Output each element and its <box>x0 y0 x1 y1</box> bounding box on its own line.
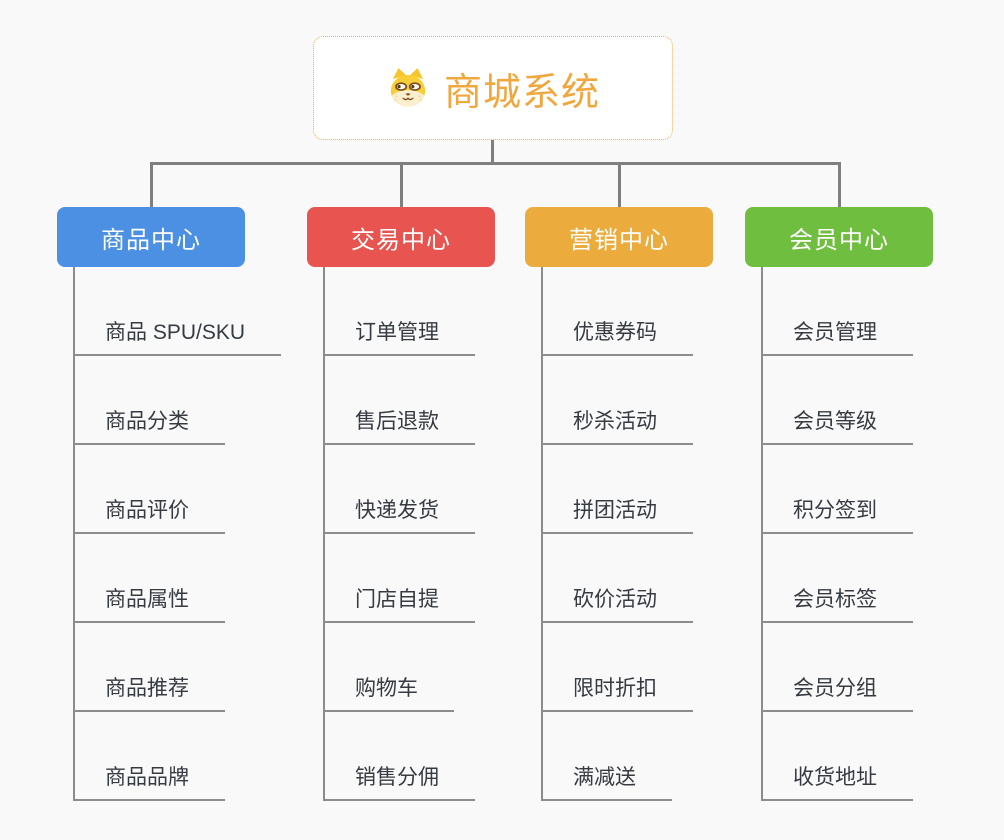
leaf-node[interactable]: 砍价活动 <box>541 583 693 623</box>
branch-spine-line <box>323 267 325 801</box>
leaf-row: 秒杀活动 <box>541 356 713 445</box>
branch-header-2[interactable]: 交易中心 <box>307 207 495 267</box>
leaf-row: 满减送 <box>541 712 713 801</box>
leaf-row: 积分签到 <box>761 445 933 534</box>
leaf-node[interactable]: 购物车 <box>323 672 454 712</box>
branch-items: 订单管理售后退款快递发货门店自提购物车销售分佣 <box>323 267 495 801</box>
branch-spine-line <box>761 267 763 801</box>
leaf-row: 限时折扣 <box>541 623 713 712</box>
connector-drop <box>617 165 621 207</box>
leaf-row: 订单管理 <box>323 267 495 356</box>
leaf-row: 商品推荐 <box>73 623 245 712</box>
leaf-row: 商品属性 <box>73 534 245 623</box>
leaf-row: 会员等级 <box>761 356 933 445</box>
leaf-node[interactable]: 订单管理 <box>323 316 475 356</box>
branch-items: 商品 SPU/SKU 商品分类商品评价商品属性商品推荐商品品牌 <box>73 267 282 801</box>
leaf-row: 商品 SPU/SKU <box>73 267 282 356</box>
root-node[interactable]: 商城系统 <box>313 36 673 140</box>
leaf-node[interactable]: 售后退款 <box>323 405 475 445</box>
branch-label: 商品中心 <box>101 226 201 254</box>
branch-column: 会员中心 会员管理会员等级积分签到会员标签会员分组收货地址 <box>745 207 933 801</box>
leaf-node[interactable]: 限时折扣 <box>541 672 693 712</box>
branch-items: 优惠券码秒杀活动拼团活动砍价活动限时折扣满减送 <box>541 267 713 801</box>
connector-bus <box>149 162 841 165</box>
leaf-node[interactable]: 快递发货 <box>323 494 475 534</box>
leaf-row: 购物车 <box>323 623 495 712</box>
leaf-row: 拼团活动 <box>541 445 713 534</box>
leaf-row: 商品分类 <box>73 356 245 445</box>
leaf-node[interactable]: 会员标签 <box>761 583 913 623</box>
branch-header-1[interactable]: 商品中心 <box>57 207 245 267</box>
branch-header-3[interactable]: 营销中心 <box>525 207 713 267</box>
leaf-row: 会员分组 <box>761 623 933 712</box>
connector-drop <box>149 165 153 207</box>
branch-items: 会员管理会员等级积分签到会员标签会员分组收货地址 <box>761 267 933 801</box>
leaf-row: 快递发货 <box>323 445 495 534</box>
branch-header-4[interactable]: 会员中心 <box>745 207 933 267</box>
leaf-row: 收货地址 <box>761 712 933 801</box>
leaf-node[interactable]: 商品分类 <box>73 405 225 445</box>
leaf-node[interactable]: 积分签到 <box>761 494 913 534</box>
branch-label: 营销中心 <box>569 226 669 254</box>
leaf-row: 销售分佣 <box>323 712 495 801</box>
leaf-row: 门店自提 <box>323 534 495 623</box>
branch-spine-line <box>73 267 75 801</box>
branch-column: 营销中心 优惠券码秒杀活动拼团活动砍价活动限时折扣满减送 <box>525 207 713 801</box>
leaf-node[interactable]: 满减送 <box>541 761 672 801</box>
branch-spine-line <box>541 267 543 801</box>
branch-label: 会员中心 <box>789 226 889 254</box>
leaf-node[interactable]: 商品属性 <box>73 583 225 623</box>
leaf-node[interactable]: 收货地址 <box>761 761 913 801</box>
leaf-row: 商品品牌 <box>73 712 245 801</box>
leaf-node[interactable]: 会员管理 <box>761 316 913 356</box>
leaf-row: 会员管理 <box>761 267 933 356</box>
leaf-node[interactable]: 门店自提 <box>323 583 475 623</box>
leaf-node[interactable]: 会员分组 <box>761 672 913 712</box>
leaf-node[interactable]: 优惠券码 <box>541 316 693 356</box>
leaf-node[interactable]: 销售分佣 <box>323 761 475 801</box>
leaf-row: 售后退款 <box>323 356 495 445</box>
connector-drop <box>837 165 841 207</box>
leaf-node[interactable]: 商品推荐 <box>73 672 225 712</box>
leaf-row: 砍价活动 <box>541 534 713 623</box>
connector-drop <box>399 165 403 207</box>
leaf-row: 优惠券码 <box>541 267 713 356</box>
leaf-node[interactable]: 秒杀活动 <box>541 405 693 445</box>
leaf-node[interactable]: 商品 SPU/SKU <box>73 316 282 356</box>
dog-face-icon <box>386 66 430 110</box>
root-connector-stub <box>491 140 494 163</box>
root-label: 商城系统 <box>443 71 600 114</box>
leaf-node[interactable]: 商品评价 <box>73 494 225 534</box>
leaf-node[interactable]: 会员等级 <box>761 405 913 445</box>
leaf-row: 会员标签 <box>761 534 933 623</box>
leaf-row: 商品评价 <box>73 445 245 534</box>
branch-label: 交易中心 <box>351 226 451 254</box>
branch-column: 交易中心 订单管理售后退款快递发货门店自提购物车销售分佣 <box>307 207 495 801</box>
branch-column: 商品中心 商品 SPU/SKU 商品分类商品评价商品属性商品推荐商品品牌 <box>57 207 282 801</box>
leaf-node[interactable]: 拼团活动 <box>541 494 693 534</box>
leaf-node[interactable]: 商品品牌 <box>73 761 225 801</box>
